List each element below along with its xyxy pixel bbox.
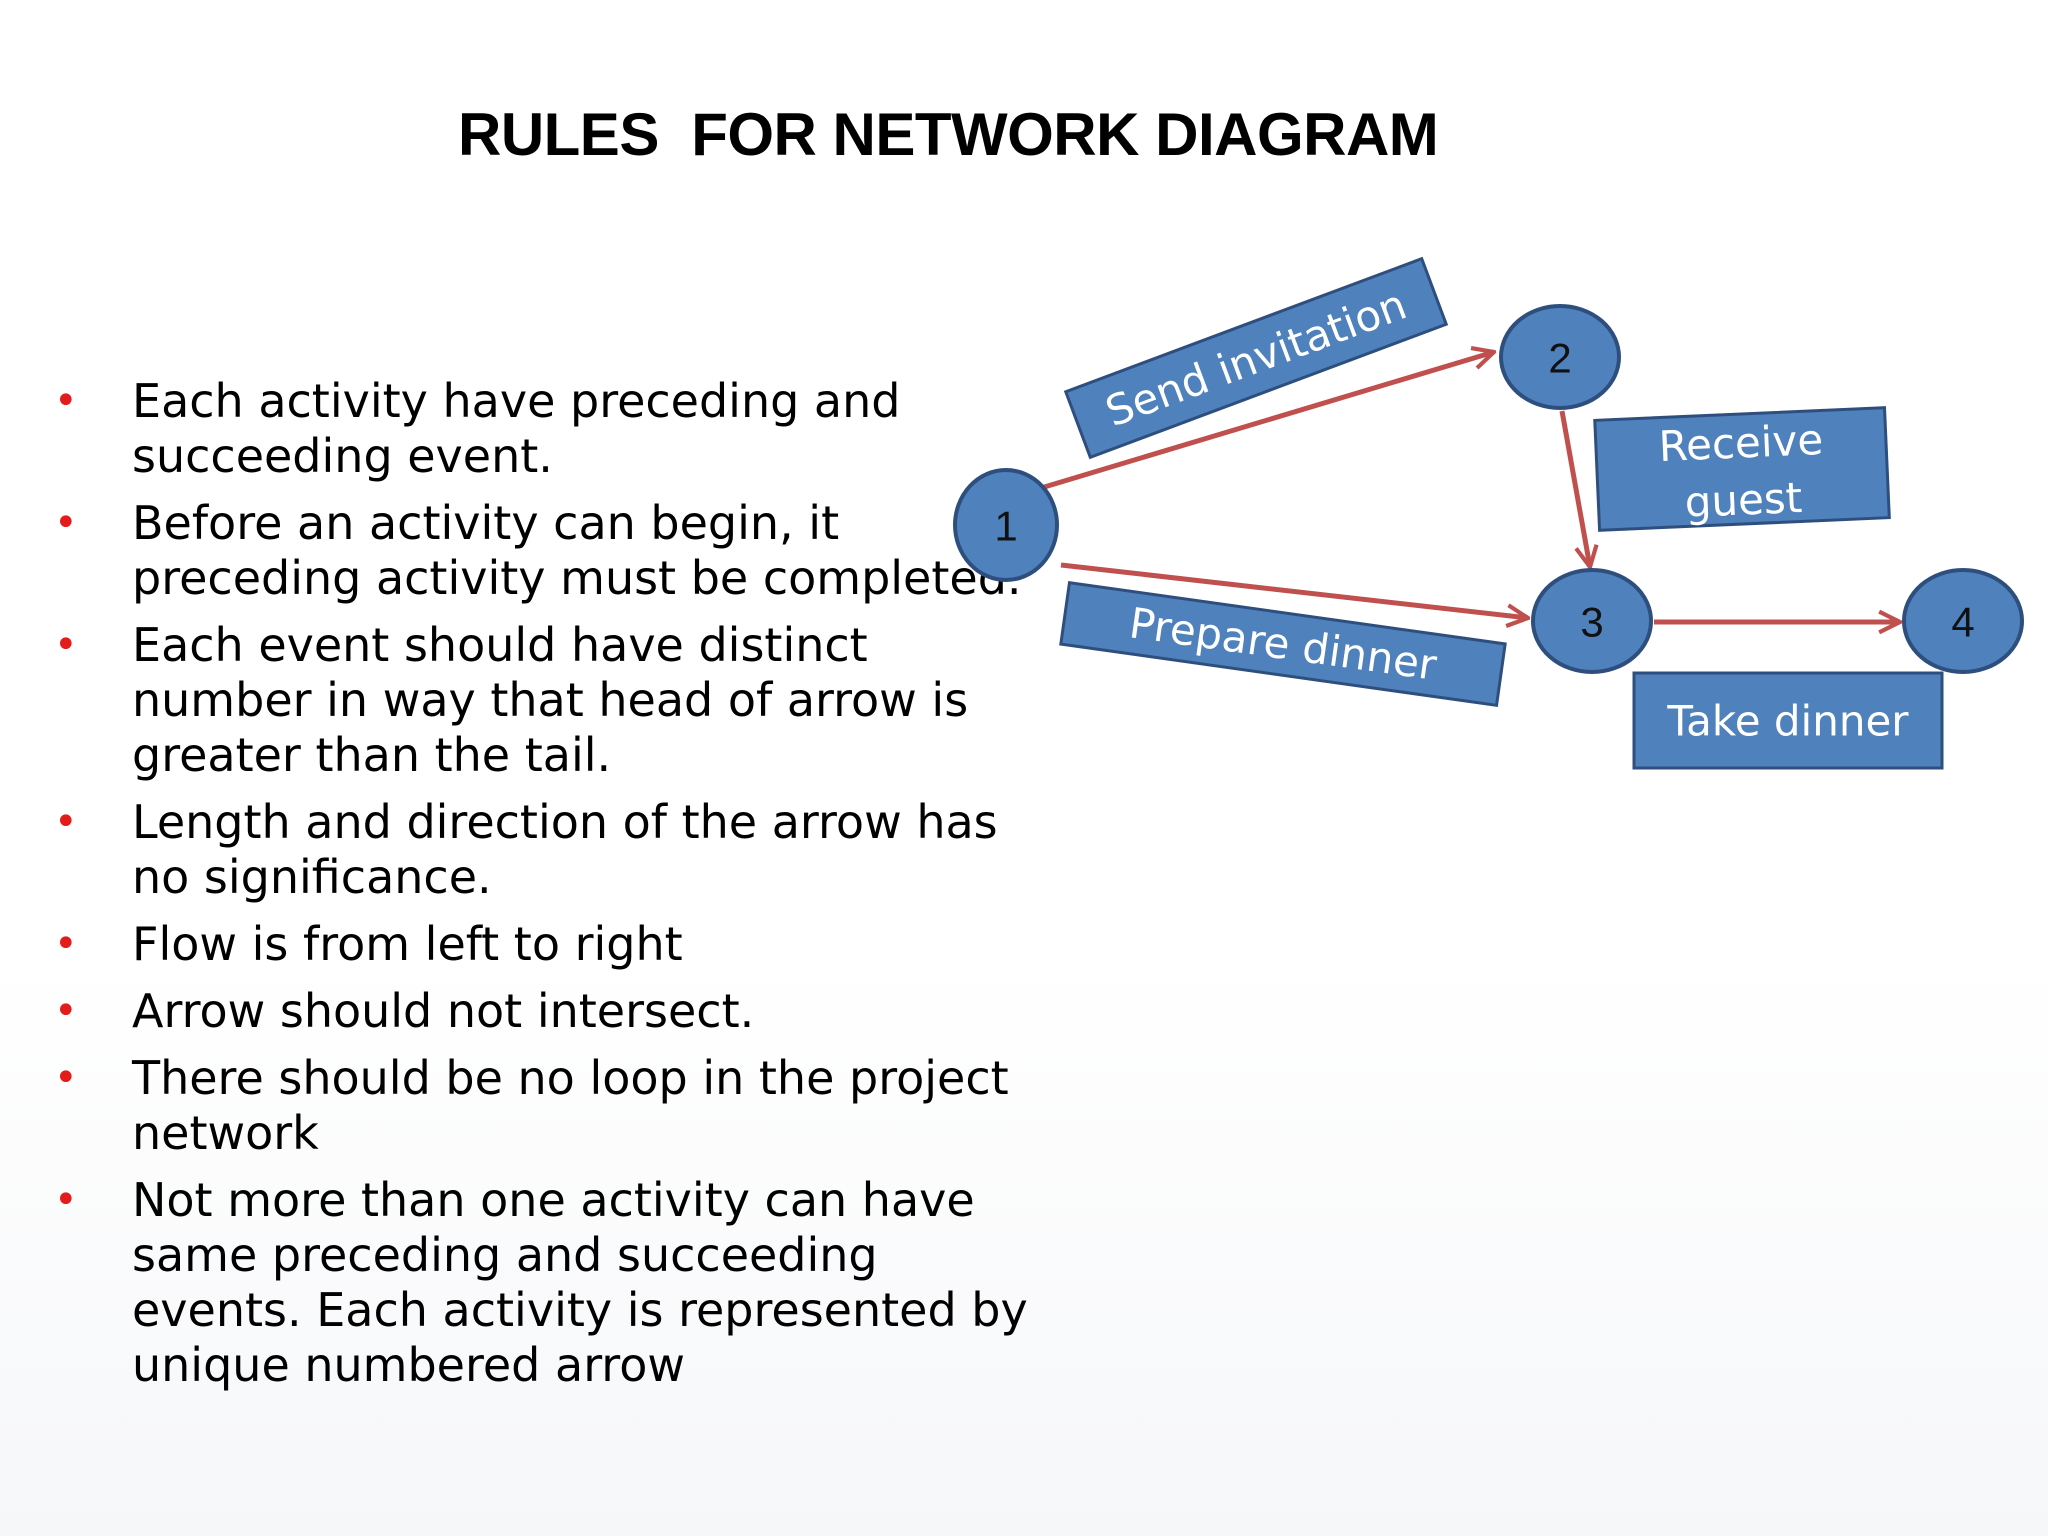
- slide-title: RULES FOR NETWORK DIAGRAM: [458, 101, 1439, 168]
- rule-item: • Not more than one activity can have sa…: [48, 1173, 1028, 1393]
- label-box: [1059, 580, 1507, 708]
- rule-item: • Length and direction of the arrow has …: [48, 795, 1028, 905]
- bullet-icon: •: [54, 988, 78, 1034]
- bullet-icon: •: [54, 799, 78, 845]
- bullet-icon: •: [54, 1177, 78, 1223]
- node-circle: [953, 468, 1059, 582]
- activity-label-prepare-dinner: Prepare dinner: [1059, 580, 1507, 708]
- rule-text: There should be no loop in the project n…: [132, 1051, 1009, 1160]
- node-label: 3: [1580, 599, 1603, 646]
- rule-text: Each event should have distinct number i…: [132, 618, 969, 782]
- event-node-1: 1: [953, 468, 1059, 582]
- rule-text: Not more than one activity can have same…: [132, 1173, 1028, 1392]
- rule-item: • Each event should have distinct number…: [48, 618, 1028, 783]
- rule-item: • Arrow should not intersect.: [48, 984, 1028, 1039]
- bullet-icon: •: [54, 921, 78, 967]
- activity-label-receive-guest: Receive guest: [1593, 406, 1891, 532]
- rules-list: • Each activity have preceding and succe…: [48, 374, 1028, 1405]
- rule-item: • There should be no loop in the project…: [48, 1051, 1028, 1161]
- activity-label-text: Take dinner: [1666, 697, 1909, 746]
- event-node-4: 4: [1902, 568, 2024, 674]
- rule-text: Length and direction of the arrow has no…: [132, 795, 998, 904]
- bullet-icon: •: [54, 378, 78, 424]
- label-box: [1063, 256, 1449, 460]
- bullet-icon: •: [54, 1055, 78, 1101]
- node-label: 2: [1548, 335, 1571, 382]
- bullet-icon: •: [54, 622, 78, 668]
- activity-label-send-invitation: Send invitation: [1063, 256, 1449, 460]
- label-box: [1632, 671, 1944, 770]
- arrow-1-to-3: [1060, 562, 1528, 618]
- activity-label-text: guest: [1684, 473, 1803, 527]
- node-label: 1: [994, 503, 1017, 550]
- bullet-icon: •: [54, 500, 78, 546]
- event-node-2: 2: [1499, 304, 1621, 410]
- arrow-1-to-2: [1040, 352, 1494, 491]
- activity-label-take-dinner: Take dinner: [1632, 671, 1944, 770]
- activity-label-text: Receive: [1658, 415, 1824, 471]
- node-circle: [1531, 568, 1653, 674]
- rule-text: Before an activity can begin, it precedi…: [132, 496, 1022, 605]
- label-box: [1593, 406, 1891, 532]
- event-node-3: 3: [1531, 568, 1653, 674]
- rule-item: • Flow is from left to right: [48, 917, 1028, 972]
- node-circle: [1499, 304, 1621, 410]
- node-circle: [1902, 568, 2024, 674]
- rule-text: Arrow should not intersect.: [132, 984, 755, 1038]
- rule-text: Each activity have preceding and succeed…: [132, 374, 901, 483]
- activity-label-text: Send invitation: [1099, 280, 1413, 437]
- rule-text: Flow is from left to right: [132, 917, 683, 971]
- rule-item: • Each activity have preceding and succe…: [48, 374, 1028, 484]
- rule-item: • Before an activity can begin, it prece…: [48, 496, 1028, 606]
- arrow-2-to-3: [1559, 410, 1590, 567]
- node-label: 4: [1951, 599, 1974, 646]
